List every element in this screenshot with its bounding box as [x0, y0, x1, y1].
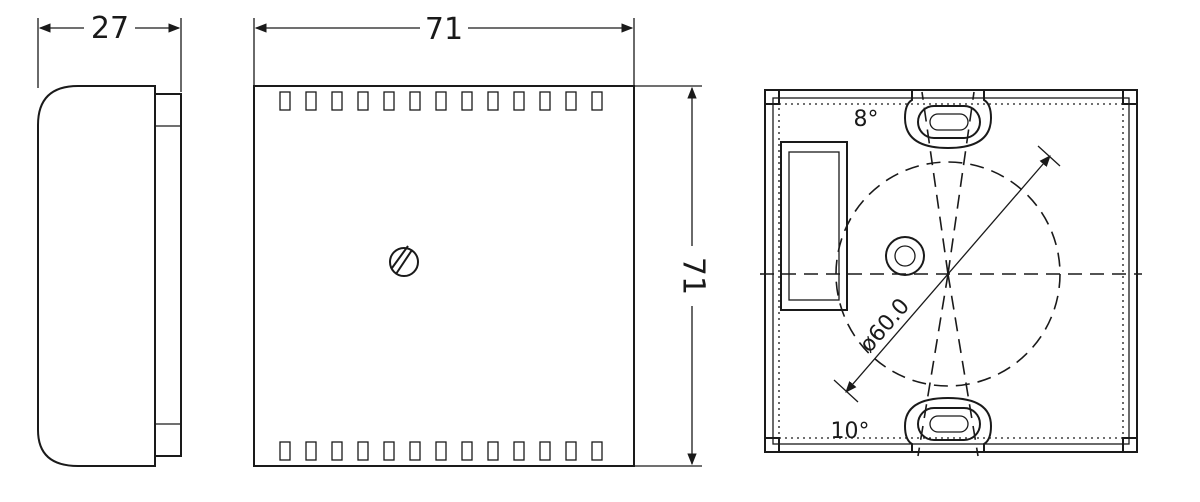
vent-slot [513, 441, 525, 461]
corner-mark-tr [1122, 90, 1137, 105]
vent-slot [513, 91, 525, 111]
side-body-outline [37, 85, 156, 467]
side-view: 27 [37, 11, 182, 467]
vent-slot [539, 441, 551, 461]
front-view: 71 71 [253, 12, 711, 467]
center-boss-inner [894, 245, 916, 267]
vent-slot [279, 441, 291, 461]
vent-slot [305, 91, 317, 111]
vent-slot [305, 441, 317, 461]
vent-slot [565, 441, 577, 461]
front-height-label: 71 [676, 257, 711, 295]
hole-diameter-label: ø60.0 [855, 294, 915, 358]
diameter-dim-line [845, 155, 1051, 393]
vent-slot [487, 441, 499, 461]
back-dotted-rim [778, 103, 1124, 439]
vent-slot [409, 441, 421, 461]
corner-mark-bl [765, 437, 780, 452]
back-outer-outline [764, 89, 1138, 453]
vent-slot [435, 91, 447, 111]
vent-slot [591, 91, 603, 111]
front-width-label: 71 [425, 12, 463, 47]
vent-slot [279, 91, 291, 111]
bottom-mounting-slot [903, 396, 993, 452]
vent-slot [539, 91, 551, 111]
vent-slot [357, 91, 369, 111]
vent-slots-top [279, 91, 603, 111]
vent-slot [383, 441, 395, 461]
center-boss-outer [885, 236, 925, 276]
diameter-tick-top [1037, 145, 1061, 167]
terminal-block-inner [788, 151, 840, 301]
vent-slot [331, 91, 343, 111]
diameter-tick-bottom [833, 379, 859, 403]
back-inner-outline [772, 97, 1130, 445]
bottom-angle-label: 10° [831, 419, 870, 444]
vent-slot [487, 91, 499, 111]
vent-slot [461, 91, 473, 111]
vent-slot [409, 91, 421, 111]
side-back-plate [154, 93, 182, 457]
vent-slot [591, 441, 603, 461]
vent-slot [461, 441, 473, 461]
top-mounting-slot [903, 90, 993, 150]
screw-icon [389, 245, 419, 277]
corner-mark-br [1122, 437, 1137, 452]
vent-slot [357, 441, 369, 461]
corner-mark-tl [765, 90, 780, 105]
vent-slot [435, 441, 447, 461]
side-depth-label: 27 [91, 11, 129, 46]
top-angle-label: 8° [854, 107, 879, 132]
front-body-outline [253, 85, 635, 467]
vent-slot [383, 91, 395, 111]
mounting-circle [835, 161, 1061, 387]
vent-slot [565, 91, 577, 111]
vent-slot [331, 441, 343, 461]
vent-slots-bottom [279, 441, 603, 461]
back-view: ø60.0 8° 10° [760, 89, 1142, 457]
